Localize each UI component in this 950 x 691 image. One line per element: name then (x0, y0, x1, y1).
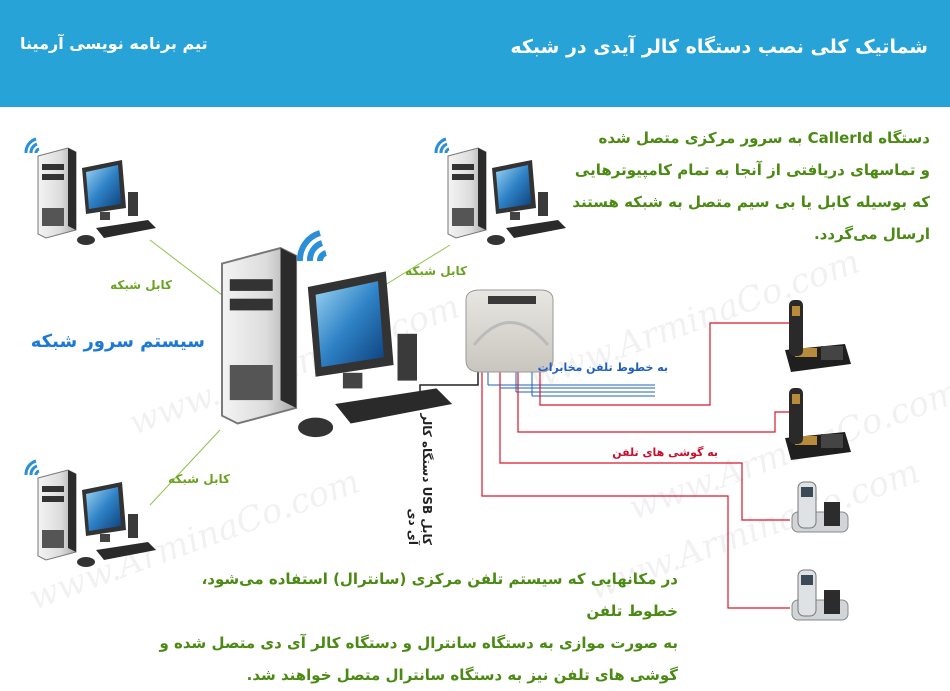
cable-label-bottom: کابل شبکه (168, 472, 230, 486)
bottom-text: در مکانهایی که سیستم تلفن مرکزی (سانترال… (158, 563, 678, 691)
phone-2 (785, 388, 851, 460)
handset-wire-4 (481, 368, 790, 609)
intro-line: ارسال می‌گردد. (813, 225, 930, 243)
wifi-icon (300, 233, 326, 261)
handset-wire-3 (499, 368, 790, 521)
wifi-icon (24, 137, 41, 155)
cable-label-left: کابل شبکه (110, 278, 172, 292)
phone-4 (791, 569, 849, 621)
network-cable-right (384, 244, 451, 286)
team-name: تیم برنامه نویسی آرمینا (20, 34, 208, 53)
phone-3 (791, 481, 849, 533)
wifi-icon (434, 137, 451, 155)
intro-line: که بوسیله کابل یا بی سیم متصل به شبکه هس… (572, 193, 930, 211)
network-cable-left (149, 239, 223, 296)
page-title: شماتیک کلی نصب دستگاه کالر آیدی در شبکه (510, 36, 928, 58)
intro-line: دستگاه CallerId به سرور مرکزی متصل شده (598, 129, 930, 147)
header-bar: شماتیک کلی نصب دستگاه کالر آیدی در شبکه … (0, 0, 950, 107)
handset-wire-1 (539, 322, 790, 406)
usb-cable-label: کابل USB دستگاه کالر آی دی (406, 413, 434, 545)
phone-1 (785, 300, 851, 372)
server-label: سیستم سرور شبکه (30, 331, 205, 352)
network-cable-bottom (149, 429, 221, 506)
intro-line: و تماسهای دریافتی از آنجا به تمام کامپیو… (574, 161, 930, 179)
bottom-line: در مکانهایی که سیستم تلفن مرکزی (سانترال… (201, 570, 678, 620)
bottom-line: گوشی های تلفن نیز به دستگاه سانترال متصل… (246, 666, 678, 684)
handset-wire-2 (517, 368, 790, 433)
phone-lines-label: به خطوط تلفن مخابرات (537, 361, 668, 374)
caller-id-device (465, 289, 554, 373)
handsets-label: به گوشی های تلفن (612, 446, 718, 459)
client-pc-bottom-left (37, 469, 157, 568)
cable-label-right: کابل شبکه (405, 264, 467, 278)
wifi-icon (24, 459, 41, 477)
bottom-line: به صورت موازی به دستگاه سانترال و دستگاه… (159, 634, 678, 652)
intro-text: دستگاه CallerId به سرور مرکزی متصل شده و… (510, 122, 930, 250)
client-pc-top-left (37, 147, 157, 246)
